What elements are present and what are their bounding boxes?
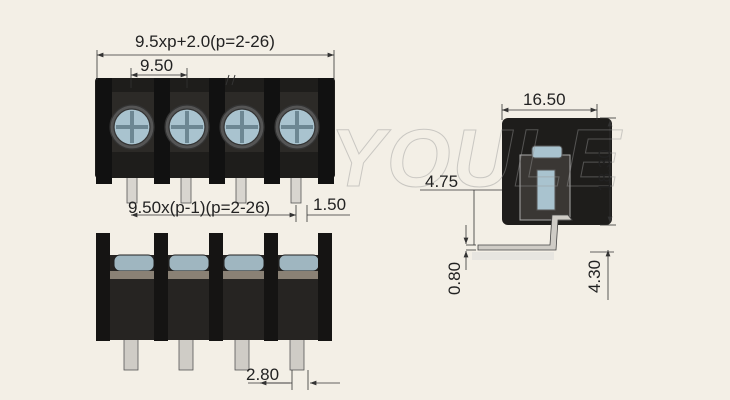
dim-pin-thickness: 0.80: [445, 261, 465, 296]
top-view: [95, 74, 335, 204]
dim-pitch: 9.50: [140, 56, 174, 75]
front-view: [96, 233, 332, 371]
watermark-logo: YOULE: [329, 113, 623, 205]
dim-height: 18.30: [594, 149, 614, 192]
dim-pin-span: 9.50x(p-1)(p=2-26): [128, 198, 271, 217]
dim-overall-length: 9.5xp+2.0(p=2-26): [135, 32, 275, 51]
dim-pin-offset: 1.50: [313, 195, 347, 214]
dim-depth: 16.50: [523, 90, 566, 109]
dim-pin-length: 4.30: [585, 259, 605, 294]
side-view: [472, 118, 612, 260]
dim-pin-width: 2.80: [246, 365, 280, 384]
dim-pin-setback: 4.75: [425, 172, 459, 191]
screws-top: [109, 104, 320, 150]
